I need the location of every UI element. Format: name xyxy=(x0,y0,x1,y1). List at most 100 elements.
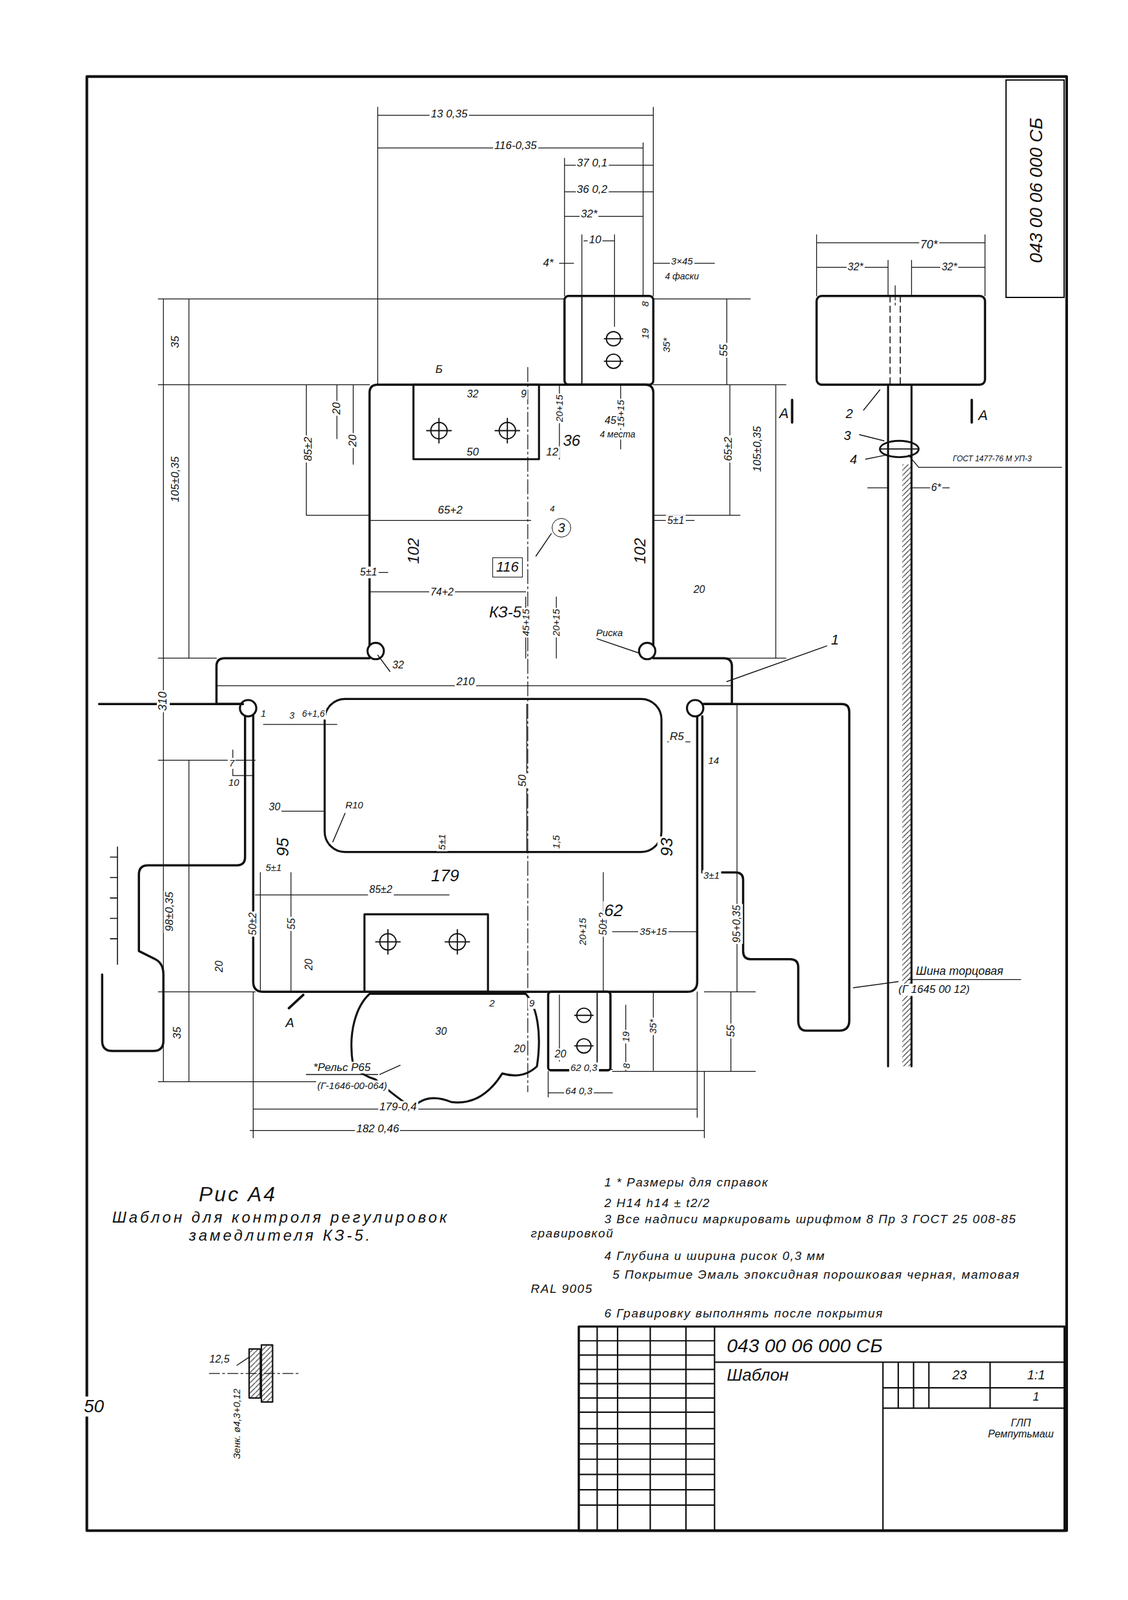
figure-title: Рис А4 xyxy=(198,1182,277,1207)
dimension-label: А xyxy=(778,405,791,422)
dimension-label: 5±1 xyxy=(263,862,283,874)
section-arrow xyxy=(289,400,972,1009)
dimension-label: 32 xyxy=(465,388,481,401)
dimension-label: 3×45 xyxy=(669,256,695,268)
dimension-label: 65+2 xyxy=(436,504,464,517)
dimension-label: 20+15 xyxy=(554,393,566,424)
dimension-label: 36 0,2 xyxy=(575,183,609,197)
dimension-label: 12,5 xyxy=(208,1353,232,1366)
dimension-label: 105±0,35 xyxy=(751,425,764,474)
position-callout: 3 xyxy=(551,518,572,538)
dimension-label: 64 0,3 xyxy=(564,1086,594,1098)
dimension-line xyxy=(158,107,985,1138)
dimension-label: 10 xyxy=(587,233,603,246)
dimension-label: 35 xyxy=(169,334,182,350)
dimension-label: 20 xyxy=(553,1048,568,1061)
dimension-label: 19 xyxy=(620,1030,632,1045)
dimension-label: 30 xyxy=(433,1026,448,1039)
dimension-label: 32 xyxy=(391,660,406,672)
dimension-label: 20 xyxy=(303,957,316,972)
dimension-label: 20 xyxy=(331,400,344,416)
dimension-label: 7 xyxy=(227,758,236,770)
side-view-bracket xyxy=(816,296,985,386)
dimension-label: 35 xyxy=(171,1025,184,1041)
dimension-label: 93 xyxy=(657,836,677,859)
dimension-label: Б xyxy=(434,363,444,376)
dimension-label: R10 xyxy=(343,800,365,812)
dimension-label: 182 0,46 xyxy=(354,1122,401,1136)
dimension-label: КЗ-5 xyxy=(487,604,523,621)
dimension-label: 4 фаски xyxy=(663,271,701,282)
top-bracket xyxy=(564,296,654,386)
dimension-label: 6+1,6 xyxy=(300,709,326,720)
window xyxy=(324,698,662,852)
dimension-label: 10 xyxy=(227,777,241,789)
dimension-label: 1,5 xyxy=(551,834,563,851)
dimension-label: Шина торцовая xyxy=(914,965,1005,979)
node-text: 23 xyxy=(952,1368,967,1383)
dimension-label: 50 xyxy=(465,445,481,459)
dimension-label: 6* xyxy=(929,482,943,494)
rivet xyxy=(880,440,919,457)
node-text: 3 xyxy=(557,520,565,535)
node-text: 116 xyxy=(496,559,519,575)
dimension-label: 30 xyxy=(267,801,282,814)
hole xyxy=(375,331,623,1054)
dimension-label: 8 xyxy=(640,300,652,308)
dimension-label: 20 xyxy=(512,1043,527,1056)
dimension-label: 20+15 xyxy=(577,916,589,947)
dimension-label: R5 xyxy=(668,731,686,744)
leader-line xyxy=(306,389,1062,1075)
dimension-label: 19 xyxy=(640,327,652,341)
end-bar-line xyxy=(110,847,118,965)
dimension-label: 5±1 xyxy=(436,833,448,852)
dimension-label: 105±0,35 xyxy=(169,455,182,504)
note-text: 1 * Размеры для справок xyxy=(604,1175,1033,1190)
drawing-number-stamp: 043 00 06 000 СБ xyxy=(1005,79,1065,299)
dimension-label: 14 xyxy=(706,755,721,766)
dimension-label: 3±1 xyxy=(702,870,721,882)
dimension-label: А xyxy=(976,407,990,424)
rivet-line xyxy=(880,448,919,450)
dimension-label: 12 xyxy=(544,445,560,459)
dimension-label: 5±1 xyxy=(358,567,379,579)
dimension-label: 32* xyxy=(846,261,865,274)
bottom-bracket xyxy=(547,991,610,1071)
node-text: 043 00 06 000 СБ xyxy=(726,1334,883,1356)
side-view-plate xyxy=(887,384,912,1067)
bracket-line xyxy=(582,296,598,1071)
dimension-label: 13 0,35 xyxy=(429,108,470,121)
dimension-label: 85±2 xyxy=(367,884,393,897)
dimension-label: 2 xyxy=(487,998,496,1010)
dimension-label: 116-0,35 xyxy=(493,140,539,153)
section-hatch xyxy=(902,464,912,1067)
node-text: ГЛП Ремпутьмаш xyxy=(982,1417,1060,1441)
hidden-line xyxy=(889,296,901,386)
node-text: 1 xyxy=(1033,1391,1040,1405)
dimension-label: 65±2 xyxy=(722,435,736,463)
figure-caption: Шаблон для контроля регулировок замедлит… xyxy=(106,1208,455,1245)
node-text: Шаблон xyxy=(726,1366,789,1385)
dimension-label: 9 xyxy=(519,388,528,401)
node-text: 043 00 06 000 СБ xyxy=(1026,117,1047,263)
dimension-label: 45+15 xyxy=(520,607,532,638)
dimension-label: 95 xyxy=(273,836,293,859)
dimension-label: 310 xyxy=(156,690,170,713)
dimension-label: (Г 1645 00 12) xyxy=(896,984,971,997)
dimension-label: 70* xyxy=(918,238,939,252)
detail-section xyxy=(261,1345,273,1403)
dimension-label: 36 xyxy=(562,432,583,450)
dimension-label: 50±2 xyxy=(247,911,260,937)
title-block-cell: 043 00 06 000 СБШаблон231:11ГЛП Ремпутьм… xyxy=(714,1326,1065,1531)
dimension-label: 20+15 xyxy=(551,607,563,638)
dimension-label: 4 xyxy=(548,504,556,514)
dimension-label: 62 xyxy=(602,901,625,921)
dimension-label: 95+0,35 xyxy=(731,903,743,944)
center-line xyxy=(527,285,896,1092)
dimension-label: 20 xyxy=(347,433,360,449)
dimension-label: 179 xyxy=(429,866,461,886)
dimension-label: 50 xyxy=(82,1396,106,1417)
dimension-label: 179-0,4 xyxy=(378,1101,419,1114)
